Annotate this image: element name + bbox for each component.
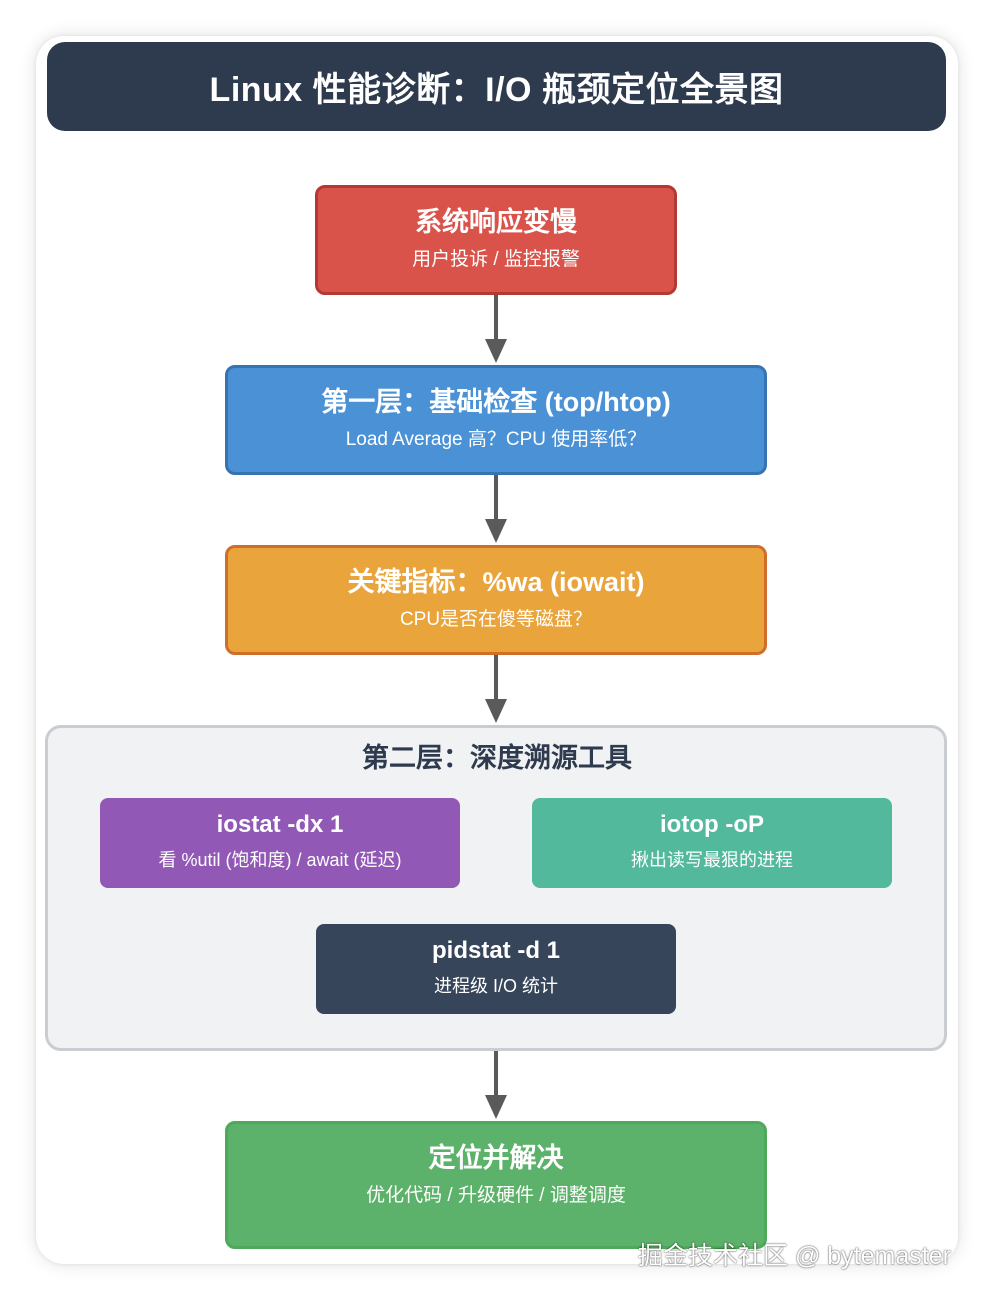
- tool-pidstat-subtitle: 进程级 I/O 统计: [433, 976, 558, 996]
- tool-pidstat-title: pidstat -d 1: [431, 937, 560, 964]
- node-resolve-subtitle: 优化代码 / 升级硬件 / 调整调度: [366, 1185, 626, 1206]
- tool-iostat-title: iostat -dx 1: [216, 811, 344, 838]
- node-symptom: 系统响应变慢 用户投诉 / 监控报警: [315, 185, 677, 295]
- node-resolve: 定位并解决 优化代码 / 升级硬件 / 调整调度: [225, 1121, 767, 1249]
- tool-iostat-subtitle: 看 %util (饱和度) / await (延迟): [158, 850, 402, 870]
- node-symptom-subtitle: 用户投诉 / 监控报警: [412, 249, 580, 270]
- watermark: 掘金技术社区 @ bytemaster: [638, 1242, 951, 1270]
- tool-iotop-title: iotop -oP: [660, 811, 764, 838]
- layer2-title: 第二层：深度溯源工具: [362, 743, 632, 773]
- node-layer1-title: 第一层：基础检查 (top/htop): [321, 387, 671, 417]
- tool-iostat: iostat -dx 1 看 %util (饱和度) / await (延迟): [100, 798, 460, 888]
- node-symptom-title: 系统响应变慢: [415, 207, 577, 237]
- node-layer1-subtitle: Load Average 高？CPU 使用率低？: [345, 429, 647, 450]
- node-indicator-title: 关键指标：%wa (iowait): [347, 567, 645, 597]
- node-layer1: 第一层：基础检查 (top/htop) Load Average 高？CPU 使…: [225, 365, 767, 475]
- tool-iotop-subtitle: 揪出读写最狠的进程: [631, 850, 793, 870]
- diagram-title: Linux 性能诊断：I/O 瓶颈定位全景图: [47, 42, 946, 131]
- node-resolve-title: 定位并解决: [428, 1143, 564, 1173]
- node-indicator-subtitle: CPU是否在傻等磁盘？: [399, 609, 593, 630]
- tool-iotop: iotop -oP 揪出读写最狠的进程: [532, 798, 892, 888]
- tool-pidstat: pidstat -d 1 进程级 I/O 统计: [316, 924, 676, 1014]
- node-indicator: 关键指标：%wa (iowait) CPU是否在傻等磁盘？: [225, 545, 767, 655]
